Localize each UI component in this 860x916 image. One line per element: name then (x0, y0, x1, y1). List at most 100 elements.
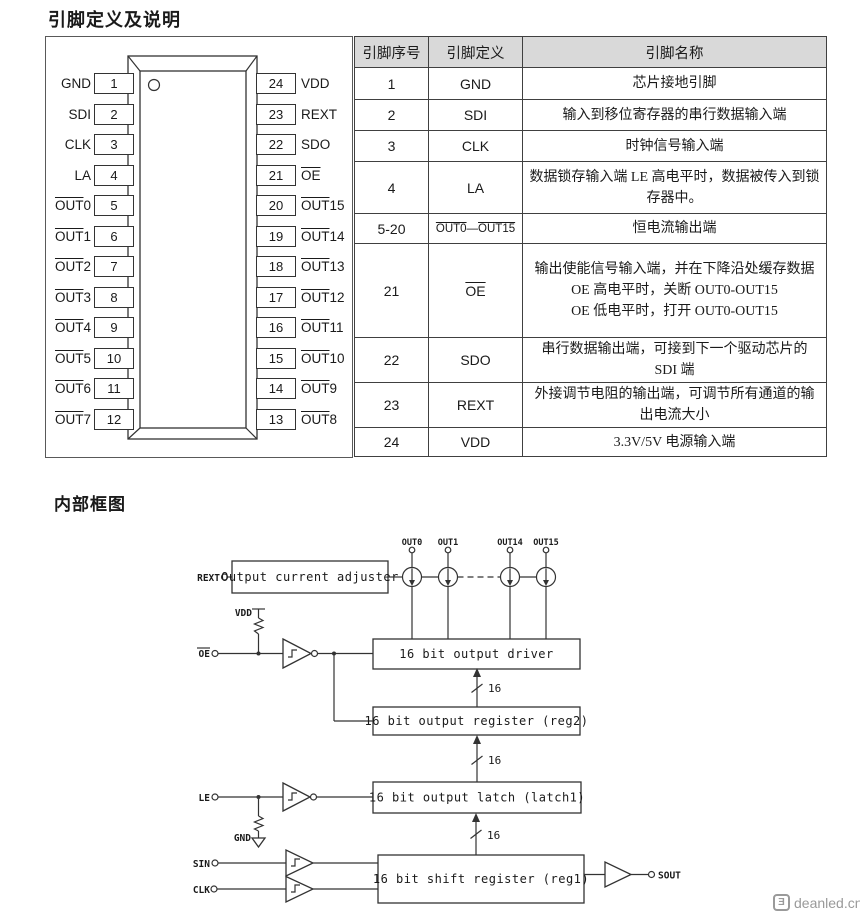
watermark-text: deanled.cn (794, 894, 860, 911)
bus-arrowhead (472, 813, 480, 822)
cell-pin-desc: 外接调节电阻的输出端，可调节所有通道的输出电流大小 (522, 382, 827, 428)
cell-pin-def: VDD (428, 427, 523, 457)
pin-number: 15 (256, 348, 296, 369)
pin-number: 10 (94, 348, 134, 369)
pin-label: OUT3 (54, 290, 91, 305)
pin-label: VDD (301, 76, 330, 91)
cell-pin-no: 22 (354, 337, 429, 383)
table-row: 24 VDD 3.3V/5V 电源输入端 (354, 427, 827, 457)
current-source-out14: OUT14 (497, 538, 523, 639)
sin-input: SIN (193, 859, 286, 870)
pin-label: OUT1 (54, 229, 91, 244)
svg-text:OUT14: OUT14 (497, 538, 523, 548)
output-register-box (372, 706, 581, 736)
sout-output: SOUT (584, 860, 681, 889)
pin-definition-table: 引脚序号 引脚定义 引脚名称 1 GND 芯片接地引脚 2 SDI 输入到移位寄… (354, 36, 827, 457)
pin-label: OUT6 (54, 381, 91, 396)
sin-terminal (211, 859, 219, 867)
pin-number: 1 (94, 73, 134, 94)
output-current-adjuster-label: Output current adjuster (221, 570, 399, 584)
bus-arrowhead (473, 668, 481, 677)
output-latch-box (372, 781, 582, 814)
bus-width-label: 16 (488, 754, 501, 767)
pin-number: 12 (94, 409, 134, 430)
pin-number: 5 (94, 195, 134, 216)
pin-label: OUT9 (301, 381, 338, 396)
output-buffer (604, 860, 633, 889)
cell-pin-no: 21 (354, 243, 429, 338)
gnd-label: GND (234, 833, 251, 844)
hysteresis-glyph (291, 858, 300, 867)
schmitt-inverter-le (282, 781, 373, 813)
pin-number: 9 (94, 317, 134, 338)
chip-inner-outline (139, 70, 247, 429)
table-row: 23 REXT 外接调节电阻的输出端，可调节所有通道的输出电流大小 (354, 382, 827, 428)
bus-reg1-to-latch: 16 (470, 813, 500, 855)
bus-reg2-to-driver: 16 (471, 668, 501, 707)
table-row: 1 GND 芯片接地引脚 (354, 67, 827, 100)
pin-label: REXT (301, 107, 338, 122)
le-label: LE (199, 793, 211, 804)
section2-title: 内部框图 (54, 495, 126, 514)
watermark: Ǝ deanled.cn (773, 894, 860, 911)
shift-register-box (377, 854, 585, 904)
current-source-out1: OUT1 (438, 538, 458, 639)
output-latch-label: 16 bit output latch (latch1) (369, 791, 585, 805)
cell-pin-def: SDI (428, 99, 523, 131)
pin-number: 13 (256, 409, 296, 430)
svg-text:OUT0: OUT0 (402, 538, 422, 548)
pin-number: 17 (256, 287, 296, 308)
table-header-row: 引脚序号 引脚定义 引脚名称 (354, 36, 827, 68)
pin-label: OUT0 (54, 198, 91, 213)
chip-chamfer (127, 55, 141, 72)
pin-number: 6 (94, 226, 134, 247)
chip-chamfer (127, 427, 141, 440)
junction-dot (256, 795, 261, 799)
current-source-out0: OUT0 (402, 538, 422, 639)
resistor (252, 617, 265, 635)
bus-slash (471, 683, 483, 693)
pin-number: 22 (256, 134, 296, 155)
desc-line: OE 高电平时，关断 OUT0-OUT15 (571, 283, 778, 298)
pin-number: 11 (94, 378, 134, 399)
out14-terminal (506, 546, 514, 554)
internal-block-diagram: REXT Output current adjuster OUT0 OUT1 O… (193, 538, 681, 904)
cell-pin-no: 23 (354, 382, 429, 428)
clk-terminal (210, 885, 218, 893)
col-header-pin-def: 引脚定义 (428, 36, 523, 68)
ground-symbol (250, 837, 267, 849)
pin-row-14: 14 OUT9 (256, 378, 337, 399)
pin-number: 21 (256, 165, 296, 186)
schmitt-buffer-clk (285, 875, 378, 904)
cell-pin-def: GND (428, 67, 523, 100)
section1-title: 引脚定义及说明 (48, 10, 181, 30)
svg-text:OUT15: OUT15 (533, 538, 559, 548)
output-driver-box (372, 638, 581, 670)
pin-label: LA (74, 168, 91, 183)
cell-pin-no: 1 (354, 67, 429, 100)
oe-label: OE (199, 649, 211, 660)
pin-number: 14 (256, 378, 296, 399)
oe-terminal (211, 649, 219, 658)
pin-label: OUT2 (54, 259, 91, 274)
table-row: 2 SDI 输入到移位寄存器的串行数据输入端 (354, 99, 827, 131)
table-row: 22 SDO 串行数据输出端，可接到下一个驱动芯片的 SDI 端 (354, 337, 827, 383)
le-terminal (211, 793, 219, 801)
watermark-logo-icon: Ǝ (773, 894, 790, 911)
sout-terminal (647, 870, 656, 879)
col-header-pin-no: 引脚序号 (354, 36, 429, 68)
cell-pin-def: REXT (428, 382, 523, 428)
